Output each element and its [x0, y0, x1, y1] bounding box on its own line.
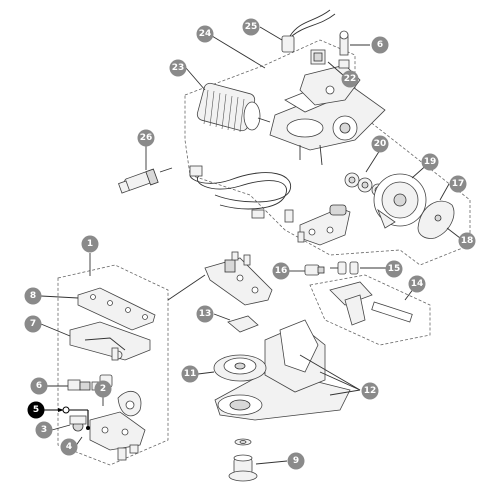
bar-part: [77, 287, 156, 331]
callout-13: 13: [196, 305, 214, 323]
callout-label: 8: [30, 291, 36, 301]
callout-4: 4: [60, 438, 78, 456]
callout-26: 26: [137, 129, 155, 147]
callout-label: 22: [344, 74, 357, 84]
callout-label: 24: [199, 29, 212, 39]
bracket-part: [284, 204, 351, 246]
callout-1: 1: [81, 235, 99, 253]
callout-6-upper: 6: [371, 36, 389, 54]
callout-17: 17: [449, 175, 467, 193]
callout-label: 9: [293, 456, 299, 466]
callout-label: 26: [140, 133, 153, 143]
callout-15: 15: [385, 260, 403, 278]
callout-label: 6: [377, 40, 383, 50]
callout-label: 19: [424, 157, 437, 167]
callout-3: 3: [35, 421, 53, 439]
callout-label: 2: [100, 384, 106, 394]
lower-mechanism-part: [69, 411, 146, 461]
cam-part: [99, 374, 142, 417]
gauge-arm-part: [204, 251, 273, 306]
callout-20: 20: [371, 135, 389, 153]
small-block-part: [310, 49, 326, 65]
plate-13-part: [227, 315, 259, 333]
callout-24: 24: [196, 25, 214, 43]
callout-label: 25: [245, 22, 258, 32]
base-part: [214, 319, 351, 421]
callout-label: 13: [199, 309, 212, 319]
callout-2: 2: [94, 380, 112, 398]
callout-14: 14: [408, 275, 426, 293]
callout-label: 12: [364, 386, 377, 396]
callout-label: 11: [184, 369, 197, 379]
hub-part: [228, 438, 258, 482]
callout-label: 4: [66, 442, 72, 452]
callout-8: 8: [24, 287, 42, 305]
arm-part: [69, 321, 151, 361]
callout-6-lower: 6: [30, 377, 48, 395]
callout-label: 20: [374, 139, 387, 149]
callout-label: 18: [461, 236, 474, 246]
strain-relief-part: [118, 167, 173, 194]
housing-part: [269, 64, 386, 166]
carriage-part: [329, 281, 413, 326]
callout-label: 14: [411, 279, 424, 289]
blade-part: [373, 173, 427, 229]
callout-5-leader: [43, 406, 90, 430]
callout-16: 16: [272, 262, 290, 280]
switch-parts: [330, 261, 359, 275]
callout-23: 23: [169, 59, 187, 77]
callout-label: 15: [388, 264, 401, 274]
callout-25: 25: [242, 18, 260, 36]
callout-18: 18: [458, 232, 476, 250]
callout-label: 3: [41, 425, 47, 435]
callout-label: 23: [172, 63, 185, 73]
callout-label: 5: [33, 405, 39, 415]
motor-part: [196, 82, 271, 133]
callout-label: 6: [36, 381, 42, 391]
callout-label: 17: [452, 179, 465, 189]
power-cord-part: [189, 165, 292, 219]
platform-part: [213, 354, 267, 382]
cable-connector-part: [281, 9, 336, 53]
callout-7: 7: [24, 315, 42, 333]
group-outline-left: [57, 264, 169, 466]
screw-top-part: [338, 30, 350, 69]
callout-22: 22: [341, 70, 359, 88]
callout-5: 5: [27, 401, 45, 419]
group-outline-carriage: [309, 274, 431, 346]
callout-label: 7: [30, 319, 36, 329]
group-outline-motor: [184, 39, 471, 266]
blade-guard-part: [417, 200, 455, 239]
callout-19: 19: [421, 153, 439, 171]
callout-12: 12: [361, 382, 379, 400]
callout-9: 9: [287, 452, 305, 470]
knob-part: [304, 264, 325, 276]
callout-label: 1: [87, 239, 93, 249]
callout-label: 16: [275, 266, 288, 276]
callout-11: 11: [181, 365, 199, 383]
